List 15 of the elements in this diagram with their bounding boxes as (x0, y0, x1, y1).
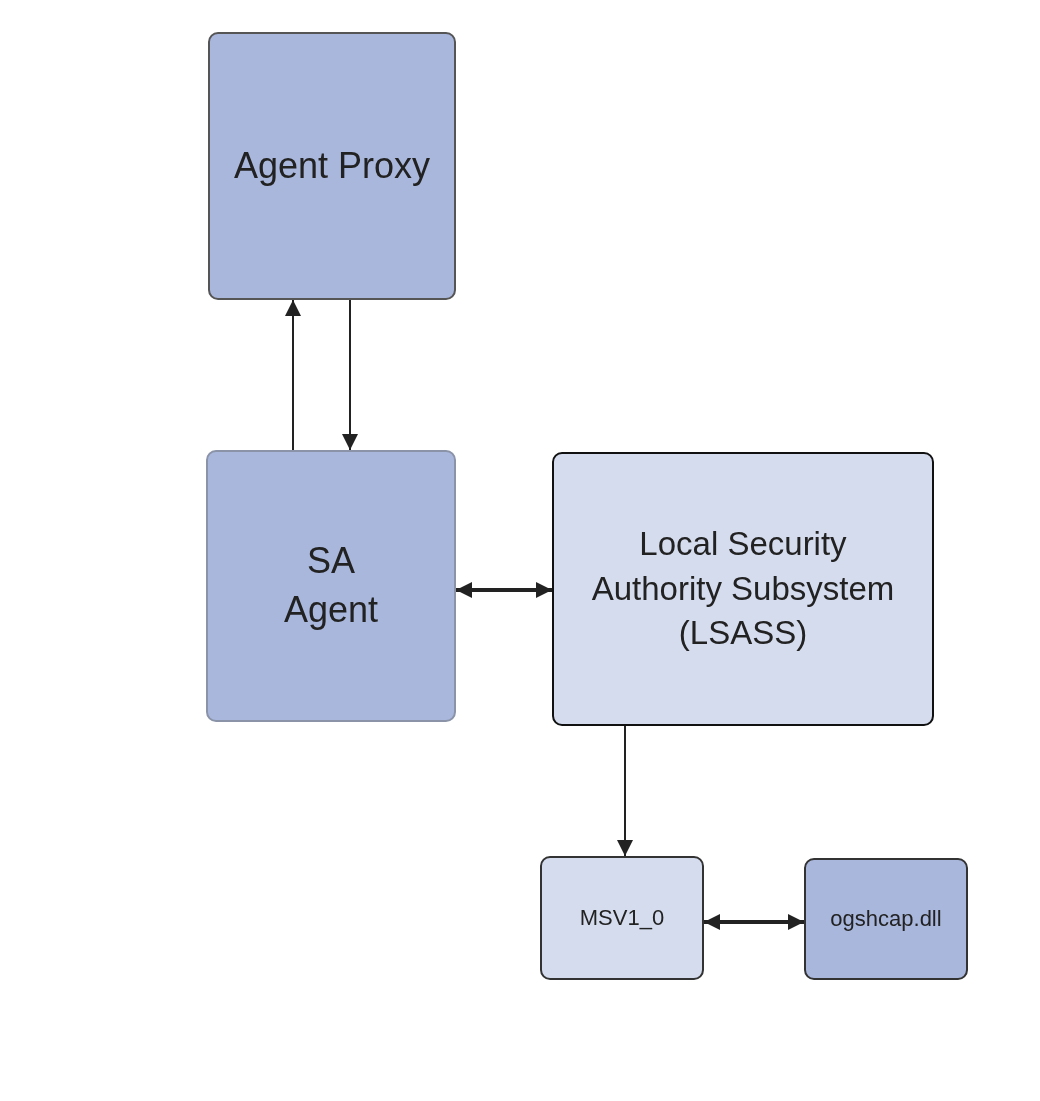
box-label: MSV1_0 (578, 904, 666, 933)
arrow (704, 914, 804, 930)
process-box (540, 856, 704, 980)
box-label: Agent Proxy (232, 143, 432, 188)
process-box (208, 32, 456, 300)
process-box (804, 858, 968, 980)
arrow (285, 299, 301, 451)
arrow (456, 582, 552, 598)
box-label: ogshcap.dll (829, 905, 943, 934)
process-box (552, 452, 934, 726)
process-box (206, 450, 456, 722)
arrow (617, 725, 633, 857)
box-label: SA Agent (282, 539, 380, 632)
arrow (342, 299, 358, 451)
box-label: Local Security Authority Subsystem (LSASS) (590, 524, 896, 654)
